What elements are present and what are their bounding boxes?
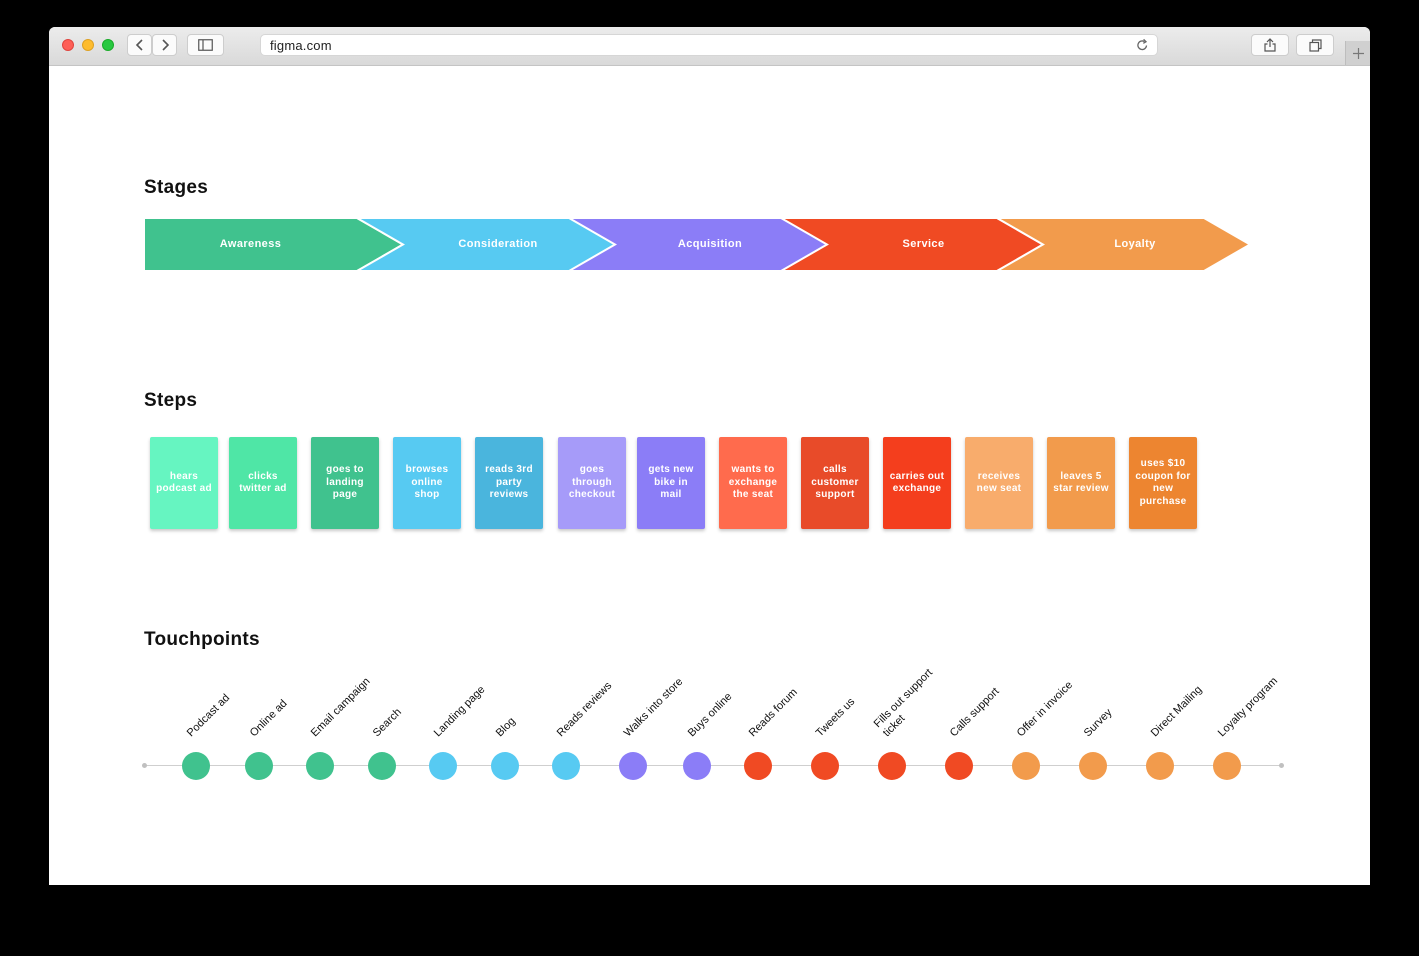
stages-title: Stages [144,177,209,198]
address-url: figma.com [270,38,332,53]
touchpoint-label: Reads reviews [554,679,615,740]
tabs-icon [1308,38,1322,52]
zoom-window-button[interactable] [102,39,114,51]
step-card-label: goes to landing page [326,464,364,501]
chevron-right-icon [161,39,169,51]
stage-label-acquisition: Acquisition [677,238,743,250]
back-button[interactable] [127,34,152,56]
step-card[interactable]: hears podcast ad [150,437,218,529]
touchpoint-dot[interactable] [245,752,273,780]
sidebar-toggle-button[interactable] [187,34,224,56]
touchpoint-dot[interactable] [1012,752,1040,780]
touchpoint-dot[interactable] [368,752,396,780]
step-card[interactable]: gets new bike in mail [637,437,705,529]
stage-label-service: Service [902,238,945,250]
touchpoint-label: Direct Mailing [1148,683,1205,740]
touchpoint-dot[interactable] [1146,752,1174,780]
forward-button[interactable] [152,34,177,56]
touchpoint-label: Search [370,706,404,740]
tabs-overview-button[interactable] [1296,34,1334,56]
stage-chevron-service [778,218,1046,271]
touchpoint-dot[interactable] [945,752,973,780]
step-card-label: clicks twitter ad [239,470,287,495]
step-card-label: browses online shop [405,464,449,501]
stage-label-consideration: Consideration [458,238,538,250]
touchpoint-label: Email campaign [308,675,373,740]
address-bar[interactable]: figma.com [260,34,1158,56]
step-card[interactable]: browses online shop [393,437,461,529]
step-card-label: receives new seat [976,470,1022,495]
touchpoint-label: Blog [493,715,518,740]
touchpoint-label: Offer in invoice [1014,679,1076,740]
stage-label-loyalty: Loyalty [1114,238,1156,250]
steps-title: Steps [144,390,198,411]
stage-chevron-loyalty [994,218,1253,271]
step-card[interactable]: wants to exchange the seat [719,437,787,529]
touchpoint-dot[interactable] [1213,752,1241,780]
touchpoint-dot[interactable] [811,752,839,780]
minimize-window-button[interactable] [82,39,94,51]
step-card-label: carries out exchange [889,470,945,495]
step-card[interactable]: goes through checkout [558,437,626,529]
stage-chevron-acquisition [566,218,831,271]
touchpoint-dot[interactable] [552,752,580,780]
touchpoint-label: Reads forum [746,686,800,740]
close-window-button[interactable] [62,39,74,51]
step-card-label: gets new bike in mail [648,464,694,501]
touchpoint-dot[interactable] [878,752,906,780]
new-tab-button[interactable] [1345,41,1370,65]
reload-icon[interactable] [1136,38,1149,52]
step-card[interactable]: carries out exchange [883,437,951,529]
touchpoint-label: Online ad [247,697,290,740]
touchpoints-title: Touchpoints [144,629,260,650]
step-card[interactable]: calls customer support [801,437,869,529]
share-icon [1264,38,1276,52]
step-card-label: calls customer support [811,464,859,501]
touchpoint-dot[interactable] [182,752,210,780]
touchpoint-label: Tweets us [813,695,858,740]
touchpoint-label: Podcast ad [184,691,233,740]
step-card-label: uses $10 coupon for new purchase [1135,458,1191,507]
plus-icon [1352,47,1364,59]
touchpoint-label: Fills out support ticket [871,666,936,740]
touchpoint-label: Walks into store [621,675,686,740]
touchpoint-label: Buys online [685,690,735,740]
step-card-label: goes through checkout [568,464,616,501]
touchpoint-dot[interactable] [491,752,519,780]
step-card-label: reads 3rd party reviews [485,464,533,501]
step-card-label: wants to exchange the seat [728,464,778,501]
touchpoint-label: Calls support [947,685,1002,740]
step-card-label: hears podcast ad [156,470,212,495]
step-card[interactable]: goes to landing page [311,437,379,529]
stages-chevrons [144,218,1253,271]
touchpoint-dot[interactable] [429,752,457,780]
stage-chevron-awareness [144,218,406,271]
step-card[interactable]: clicks twitter ad [229,437,297,529]
touchpoint-label: Survey [1081,706,1115,740]
stage-label-awareness: Awareness [219,238,282,250]
browser-window: figma.com Stages Awareness Consideration A… [49,27,1370,885]
timeline-end-dot [1279,763,1284,768]
touchpoint-dot[interactable] [619,752,647,780]
browser-toolbar: figma.com [49,27,1370,66]
step-card[interactable]: receives new seat [965,437,1033,529]
stage-chevron-consideration [354,218,619,271]
touchpoint-dot[interactable] [683,752,711,780]
share-button[interactable] [1251,34,1289,56]
step-card[interactable]: reads 3rd party reviews [475,437,543,529]
sidebar-icon [198,39,213,51]
touchpoint-dot[interactable] [306,752,334,780]
timeline-start-dot [142,763,147,768]
step-card[interactable]: leaves 5 star review [1047,437,1115,529]
touchpoint-dot[interactable] [744,752,772,780]
step-card[interactable]: uses $10 coupon for new purchase [1129,437,1197,529]
chevron-left-icon [135,39,143,51]
touchpoint-label: Loyalty program [1215,675,1281,740]
touchpoint-timeline-line [145,765,1282,766]
step-card-label: leaves 5 star review [1053,470,1109,495]
touchpoint-label: Landing page [431,683,488,740]
touchpoint-dot[interactable] [1079,752,1107,780]
